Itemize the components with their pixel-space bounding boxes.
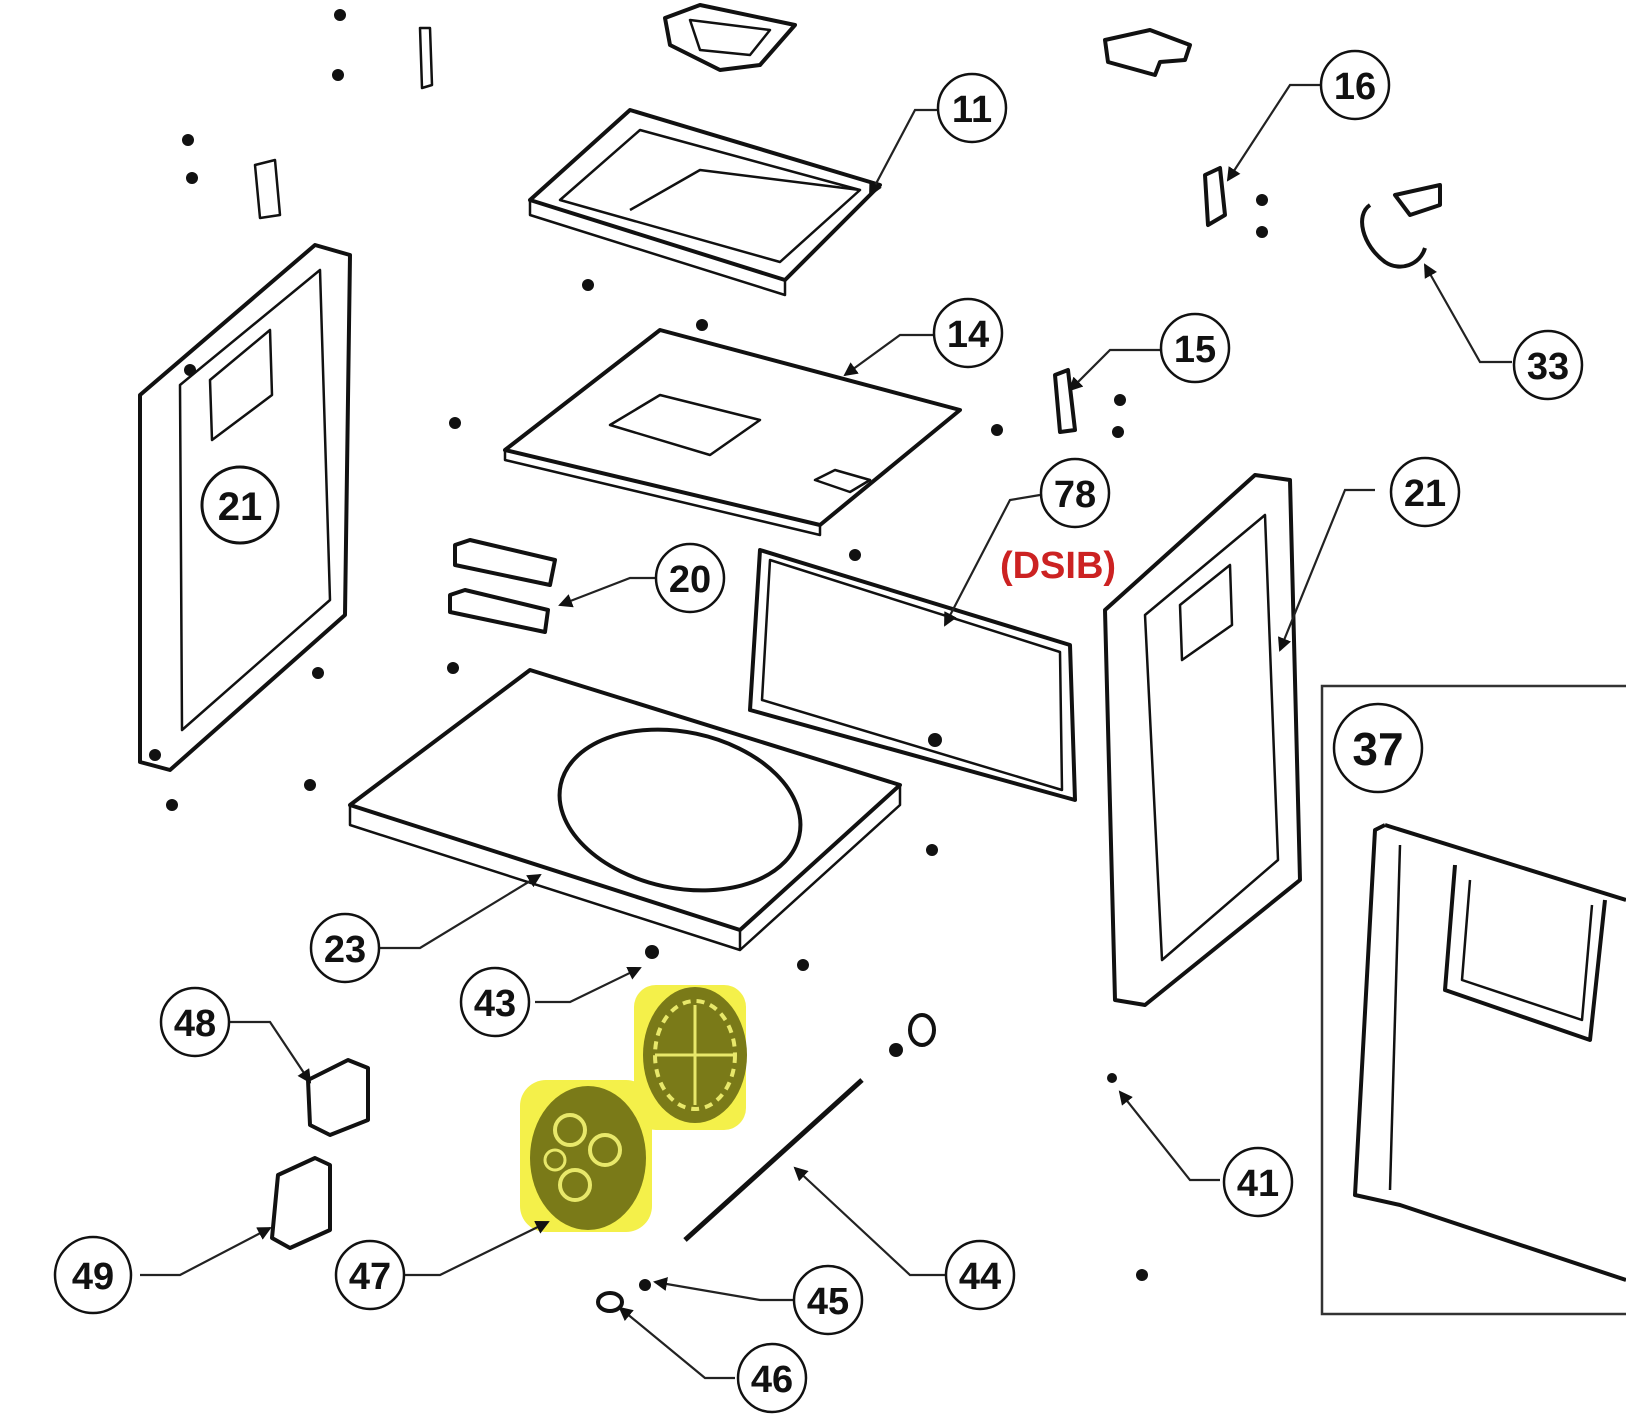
callout-48: 48 xyxy=(159,986,231,1058)
callout-78: 78 xyxy=(1039,457,1111,529)
svg-text:16: 16 xyxy=(1334,66,1376,108)
leader-lines xyxy=(140,83,1512,1380)
svg-text:11: 11 xyxy=(952,89,992,131)
part-21-left-side-panel xyxy=(138,243,352,811)
top-tray-part xyxy=(663,3,797,72)
part-16-bracket xyxy=(1203,166,1268,238)
part-47-highlight-upper xyxy=(634,985,747,1130)
part-21-right-side-panel xyxy=(1103,473,1302,1007)
svg-text:23: 23 xyxy=(324,929,366,971)
svg-text:47: 47 xyxy=(349,1256,391,1298)
callout-11: 11 xyxy=(936,72,1008,144)
callout-46: 46 xyxy=(736,1342,808,1414)
part-49-block xyxy=(270,1156,332,1250)
svg-text:46: 46 xyxy=(751,1359,793,1401)
dsib-note: (DSIB) xyxy=(1000,545,1116,587)
callout-37: 37 xyxy=(1332,702,1424,794)
part-23-base-plate xyxy=(348,279,1003,971)
callout-49: 49 xyxy=(53,1235,133,1315)
callout-20: 20 xyxy=(654,542,726,614)
callout-44: 44 xyxy=(944,1239,1016,1311)
svg-text:45: 45 xyxy=(807,1281,849,1323)
svg-text:43: 43 xyxy=(474,983,516,1025)
callout-21-right: 21 xyxy=(1389,456,1461,528)
svg-text:37: 37 xyxy=(1352,723,1403,775)
svg-text:14: 14 xyxy=(947,314,989,356)
callout-41: 41 xyxy=(1222,1146,1294,1218)
svg-text:44: 44 xyxy=(959,1256,1001,1298)
part-33-handle xyxy=(1360,183,1442,269)
part-15-bracket xyxy=(1053,368,1126,438)
top-left-small-brackets xyxy=(182,9,434,220)
svg-text:21: 21 xyxy=(1404,473,1446,515)
svg-text:20: 20 xyxy=(669,559,711,601)
svg-text:41: 41 xyxy=(1237,1163,1279,1205)
callout-21-left: 21 xyxy=(200,465,280,545)
callout-16: 16 xyxy=(1319,49,1391,121)
svg-text:(DSIB): (DSIB) xyxy=(1000,545,1116,587)
part-11-top-frame xyxy=(528,108,882,297)
callout-14: 14 xyxy=(932,297,1004,369)
part-37-inset-panel xyxy=(1320,684,1626,1316)
part-48-block xyxy=(306,1058,370,1137)
part-14-mid-plate xyxy=(503,328,962,537)
svg-text:78: 78 xyxy=(1054,474,1096,516)
part-20-rails xyxy=(448,538,557,634)
svg-text:21: 21 xyxy=(218,485,263,529)
part-41-screw xyxy=(1107,1073,1148,1281)
callout-47: 47 xyxy=(334,1239,406,1311)
svg-text:49: 49 xyxy=(72,1256,114,1298)
top-right-bracket-part xyxy=(1103,28,1192,77)
callout-15: 15 xyxy=(1159,312,1231,384)
callout-43: 43 xyxy=(459,966,531,1038)
svg-text:33: 33 xyxy=(1527,346,1569,388)
part-45-46-hardware xyxy=(596,1279,651,1313)
svg-text:15: 15 xyxy=(1174,329,1216,371)
part-47-highlight-lower xyxy=(520,1080,652,1232)
part-78-gasket-frame xyxy=(748,548,1077,802)
svg-text:48: 48 xyxy=(174,1003,216,1045)
part-44-rod xyxy=(683,1013,936,1242)
callout-45: 45 xyxy=(792,1264,864,1336)
callout-33: 33 xyxy=(1512,329,1584,401)
callout-23: 23 xyxy=(309,912,381,984)
